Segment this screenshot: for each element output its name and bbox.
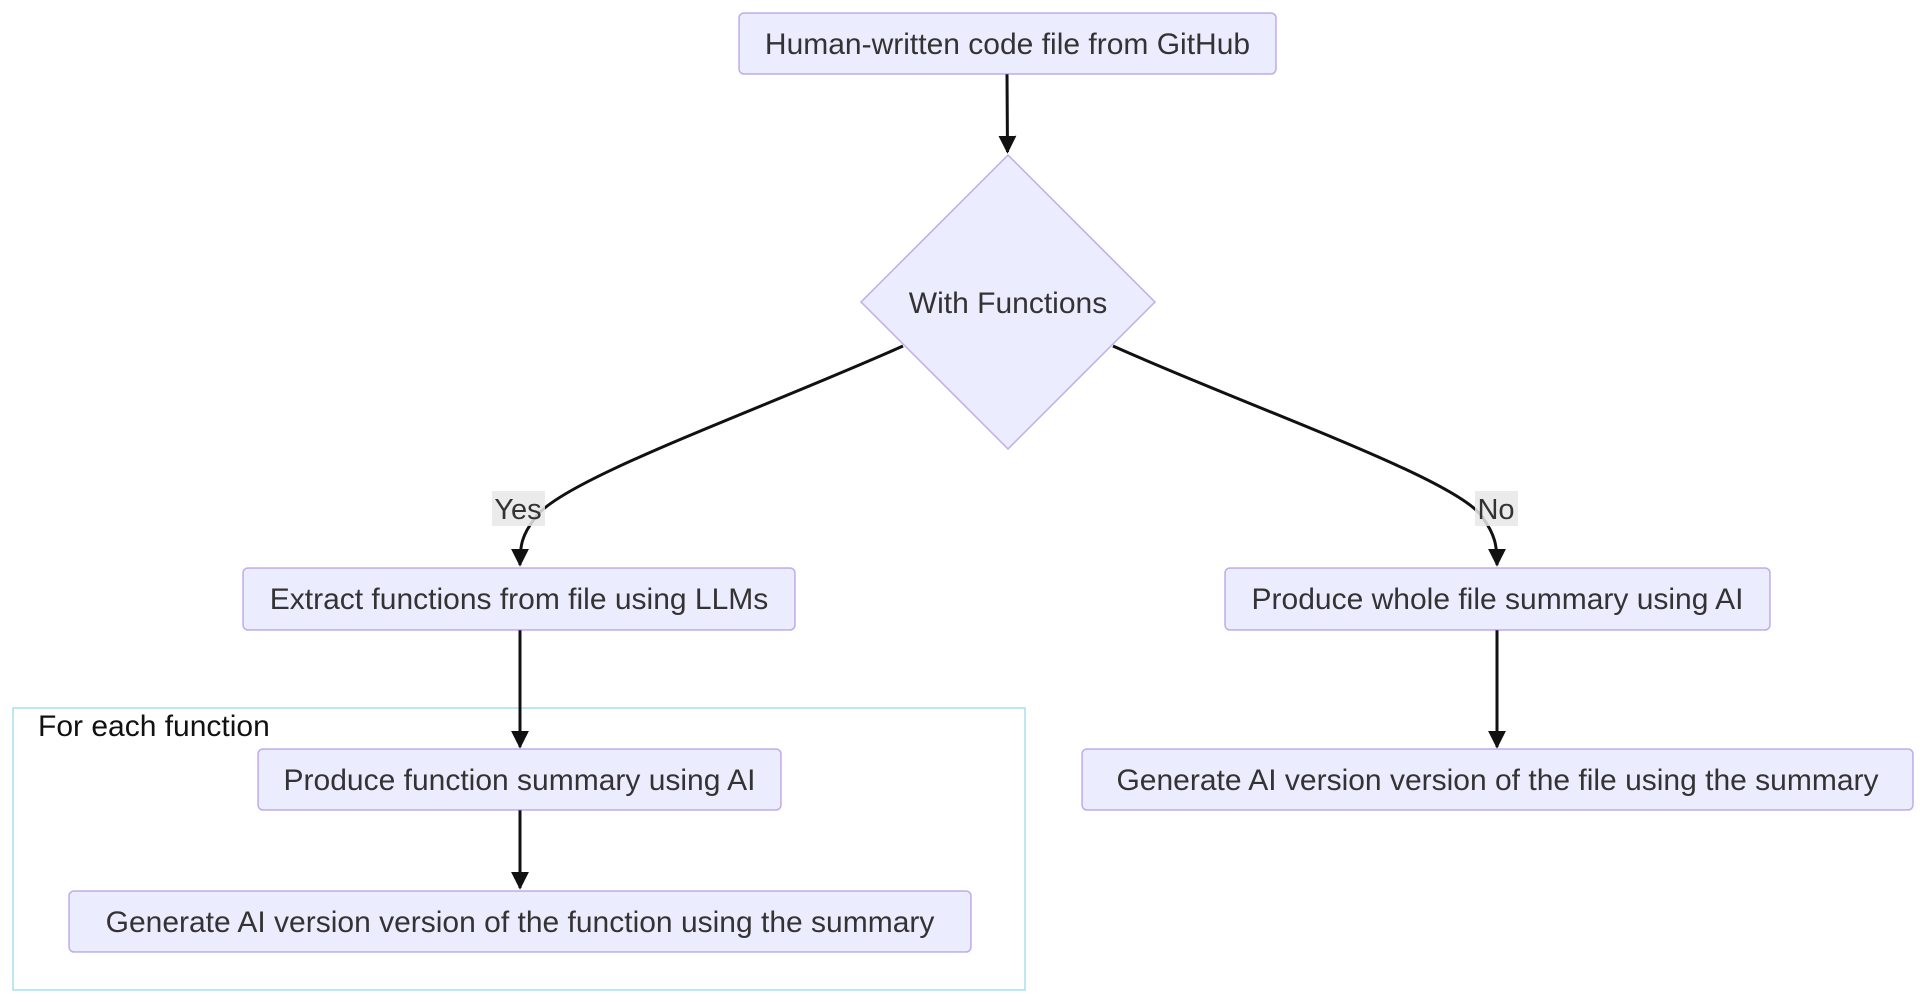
node-file-summary-box xyxy=(1224,567,1771,631)
node-decision-diamond xyxy=(859,153,1157,451)
edges xyxy=(511,73,1506,890)
node-extract-box xyxy=(242,567,796,631)
node-gen-func-box xyxy=(68,890,972,953)
node-func-summary-box xyxy=(257,748,782,811)
node-file-summary[interactable]: Produce whole file summary using AI xyxy=(1224,567,1771,631)
node-gen-func-label: Generate AI version version of the funct… xyxy=(106,906,935,939)
node-gen-file[interactable]: Generate AI version version of the file … xyxy=(1081,748,1914,811)
node-decision-label: With Functions xyxy=(909,287,1107,320)
node-decision[interactable]: With Functions xyxy=(859,153,1157,451)
edge-label-no-text: No xyxy=(1477,494,1514,526)
node-start[interactable]: Human-written code file from GitHub xyxy=(738,12,1277,75)
edge-decision-to-extract xyxy=(511,344,904,567)
edge-label-yes: Yes xyxy=(492,491,545,526)
edge-label-no-bg xyxy=(1475,491,1518,526)
edge-start-to-decision xyxy=(998,73,1017,154)
node-start-box xyxy=(738,12,1277,75)
node-gen-func[interactable]: Generate AI version version of the funct… xyxy=(68,890,972,953)
edge-label-yes-text: Yes xyxy=(494,494,541,526)
node-func-summary-label: Produce function summary using AI xyxy=(284,764,756,797)
edge-label-yes-bg xyxy=(492,491,545,526)
node-gen-file-box xyxy=(1081,748,1914,811)
node-func-summary[interactable]: Produce function summary using AI xyxy=(257,748,782,811)
cluster-label: For each function xyxy=(38,710,270,743)
node-gen-file-label: Generate AI version version of the file … xyxy=(1116,764,1878,797)
node-file-summary-label: Produce whole file summary using AI xyxy=(1252,583,1744,616)
node-extract-label: Extract functions from file using LLMs xyxy=(270,583,769,616)
edge-decision-to-file-summary xyxy=(1112,344,1506,567)
edge-label-no: No xyxy=(1475,491,1518,526)
node-extract[interactable]: Extract functions from file using LLMs xyxy=(242,567,796,631)
node-start-label: Human-written code file from GitHub xyxy=(765,28,1250,61)
